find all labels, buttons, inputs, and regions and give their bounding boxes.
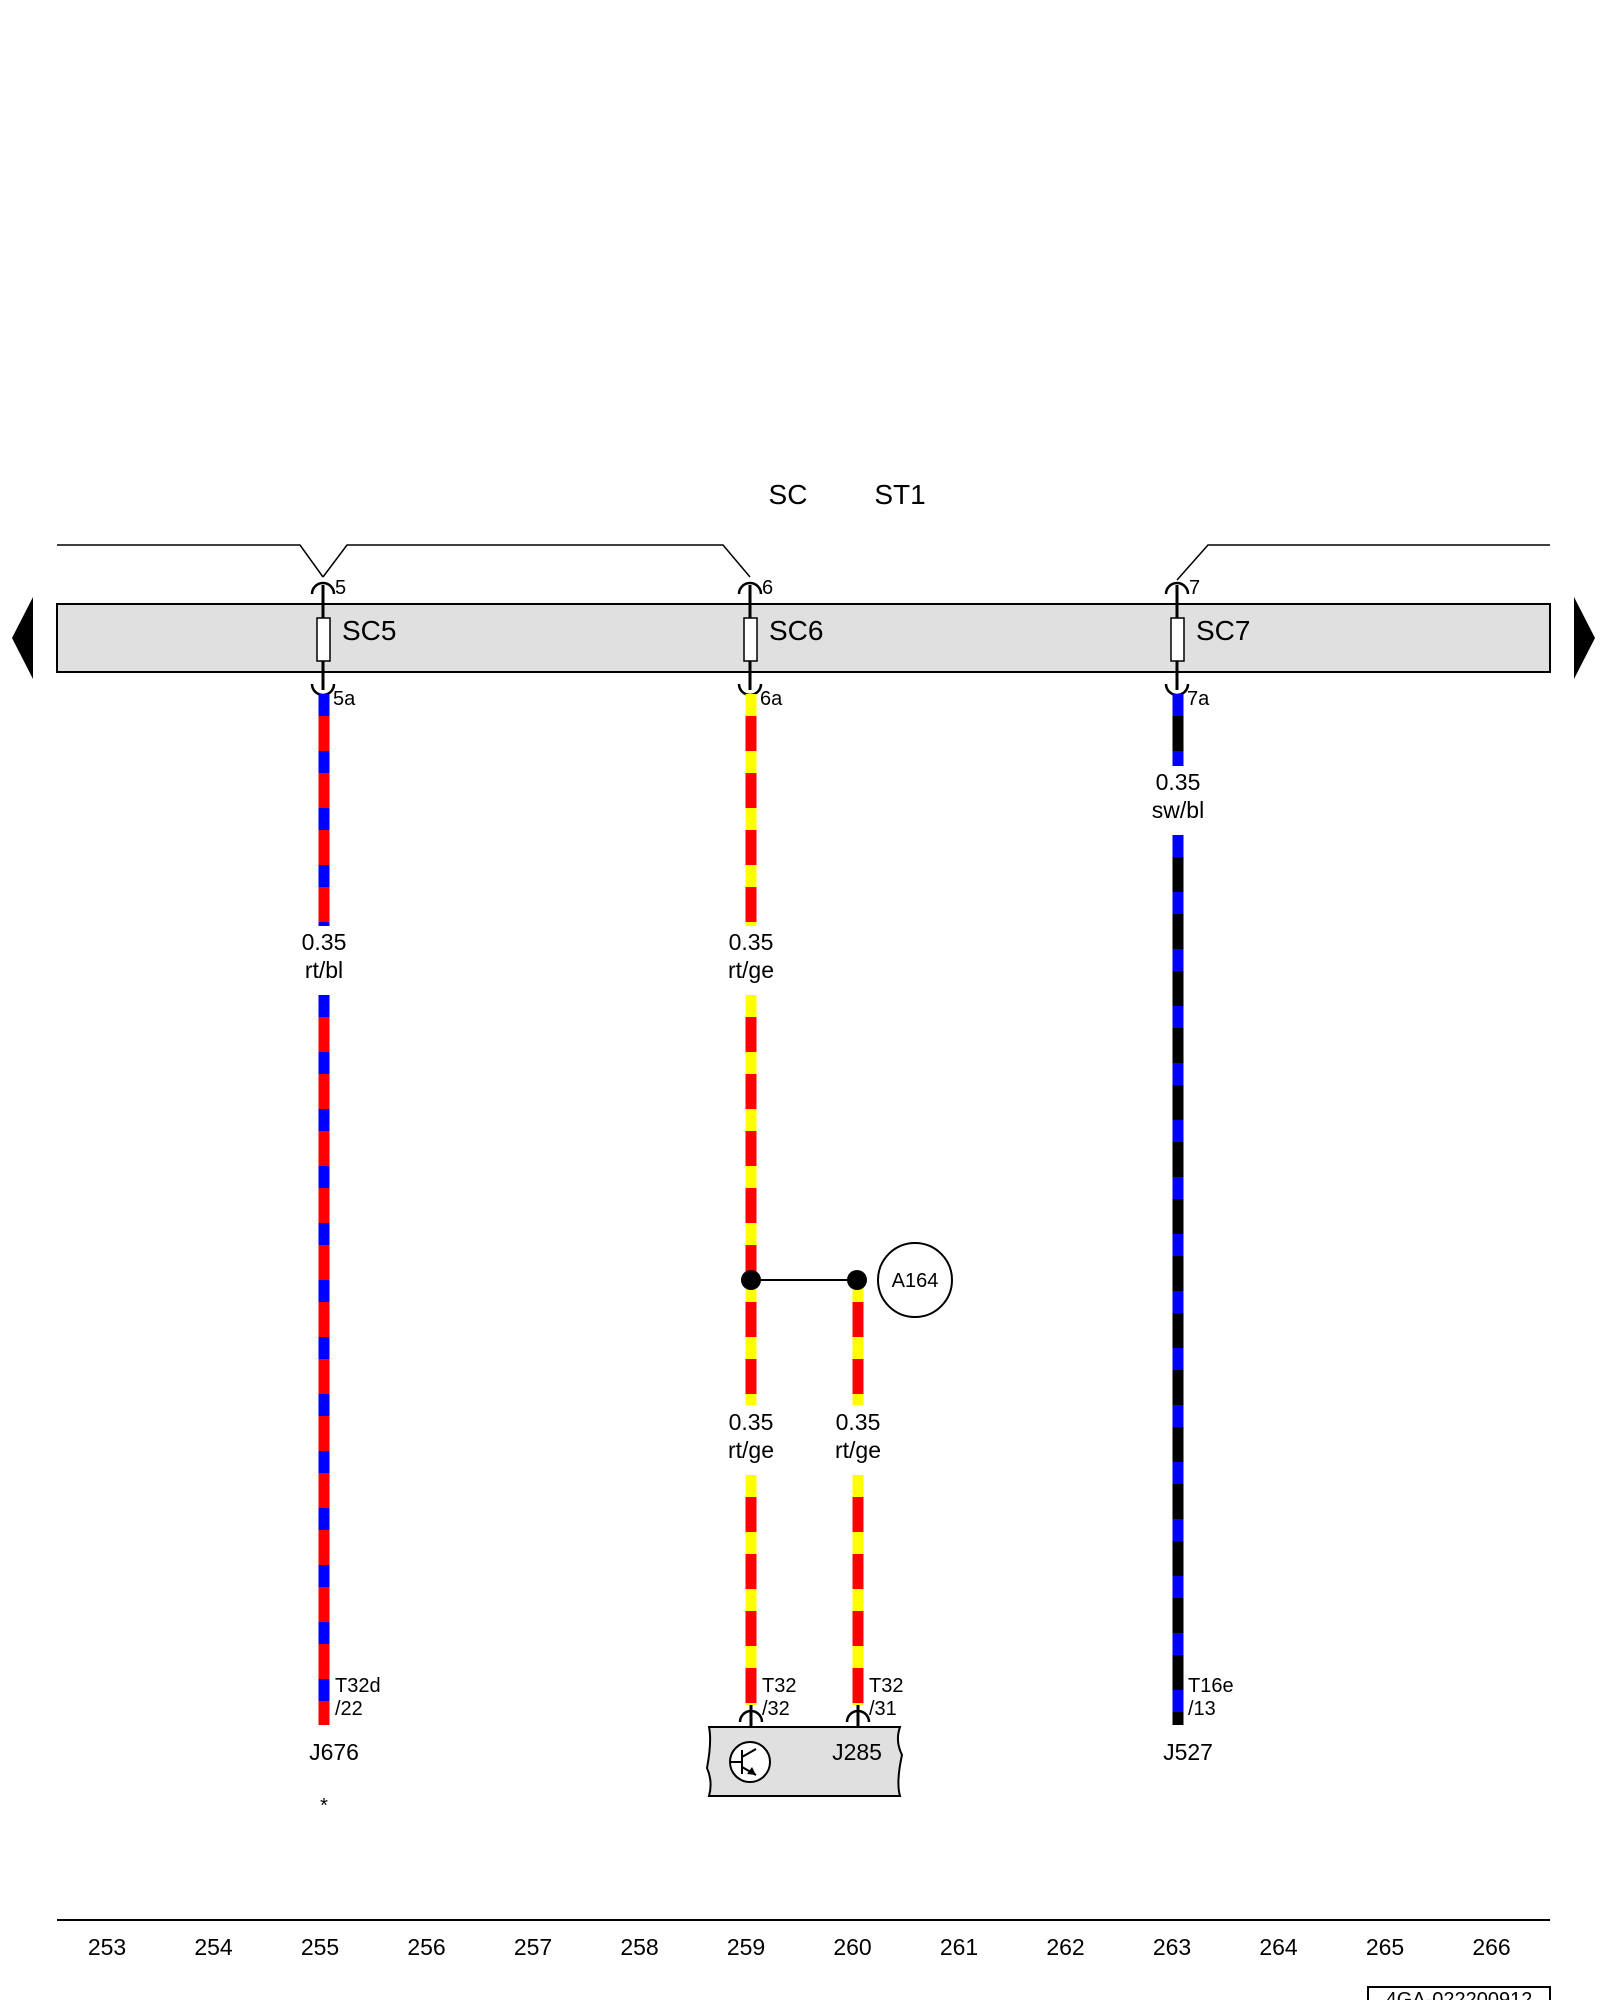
wire-color-code: rt/ge <box>728 957 774 983</box>
connector-pin: /22 <box>335 1698 363 1720</box>
grid-number: 264 <box>1259 1934 1298 1960</box>
splice-label: A164 <box>892 1270 939 1292</box>
connector-t32d-22[interactable]: T32d /22 <box>335 1675 381 1720</box>
wire-label-rt-ge-upper: 0.35 rt/ge <box>728 929 774 983</box>
wire-color-code: sw/bl <box>1152 797 1204 823</box>
fuse-sc5[interactable]: 5 SC5 5a <box>310 577 396 710</box>
grid-number: 262 <box>1046 1934 1084 1960</box>
pin-label-6a: 6a <box>760 688 783 710</box>
splice-node-left <box>741 1270 761 1290</box>
fuse-sc6[interactable]: 6 SC6 6a <box>737 577 823 710</box>
connector-pin-6 <box>737 581 763 595</box>
grid-number: 266 <box>1472 1934 1510 1960</box>
connector-t16e-13[interactable]: T16e /13 <box>1188 1675 1234 1720</box>
pin-label-7: 7 <box>1189 577 1200 599</box>
grid-number: 259 <box>727 1934 765 1960</box>
splice-ref-circle <box>877 1242 953 1318</box>
wire-color-code: rt/ge <box>835 1437 881 1463</box>
connector-t32-32[interactable]: T32 /32 <box>738 1675 796 1727</box>
grid-number: 258 <box>620 1934 658 1960</box>
splice-node-right <box>847 1270 867 1290</box>
fuse-label-sc6: SC6 <box>769 615 823 646</box>
page-next-arrow[interactable] <box>1574 597 1595 679</box>
grid-number-layer: 253 254 255 256 257 258 259 260 261 262 263 264 265 2… <box>88 1934 1511 1960</box>
wire-layer <box>318 694 1184 1725</box>
connector-name: T32d <box>335 1675 381 1697</box>
fuse-panel <box>56 603 1551 673</box>
connector-name: T32 <box>869 1675 903 1697</box>
grid-number: 256 <box>407 1934 445 1960</box>
component-note: * <box>320 1795 328 1817</box>
connector-pin-7 <box>1164 581 1190 595</box>
grid-number: 260 <box>833 1934 871 1960</box>
component-label: J285 <box>832 1739 882 1765</box>
connector-pin-5 <box>310 581 336 595</box>
component-j285[interactable]: J285 <box>705 1726 904 1797</box>
wire-size: 0.35 <box>836 1409 881 1435</box>
grid-number: 254 <box>194 1934 233 1960</box>
group-label-sc: SC <box>769 479 808 510</box>
group-label-st1: ST1 <box>874 479 925 510</box>
page-prev-arrow[interactable] <box>12 597 33 679</box>
supply-line-1 <box>57 544 324 578</box>
fuse-label-sc7: SC7 <box>1196 615 1250 646</box>
supply-line-3 <box>1176 544 1550 581</box>
connector-name: T32 <box>762 1675 796 1697</box>
grid-number: 265 <box>1366 1934 1404 1960</box>
wire-size: 0.35 <box>729 1409 774 1435</box>
wire-color-code: rt/bl <box>305 957 343 983</box>
wire-size: 0.35 <box>1156 769 1201 795</box>
diagram-reference: 4GA-022200912 <box>1367 1986 1551 2000</box>
pin-label-5a: 5a <box>333 688 356 710</box>
connector-pin: /13 <box>1188 1698 1216 1720</box>
wire-size: 0.35 <box>302 929 347 955</box>
fuse-label-sc5: SC5 <box>342 615 396 646</box>
pin-label-5: 5 <box>335 577 346 599</box>
fuse-sc7[interactable]: 7 SC7 7a <box>1164 577 1250 710</box>
pin-label-6: 6 <box>762 577 773 599</box>
grid-number: 253 <box>88 1934 126 1960</box>
pin-label-7a: 7a <box>1187 688 1210 710</box>
supply-line-2 <box>322 544 751 578</box>
connector-pin: /32 <box>762 1698 790 1720</box>
grid-number: 255 <box>301 1934 339 1960</box>
connector-t32-31[interactable]: T32 /31 <box>845 1675 903 1727</box>
transistor-icon <box>729 1741 771 1783</box>
connector-name: T16e <box>1188 1675 1234 1697</box>
component-j527[interactable]: J527 <box>1163 1739 1213 1765</box>
splice-a164[interactable]: A164 <box>741 1242 953 1318</box>
grid-number: 257 <box>514 1934 552 1960</box>
grid-number: 263 <box>1153 1934 1191 1960</box>
wire-label-sw-bl: 0.35 sw/bl <box>1152 769 1204 823</box>
component-j676[interactable]: J676 <box>309 1739 359 1765</box>
wire-label-rt-ge-lower-left: 0.35 rt/ge <box>728 1409 774 1463</box>
wire-label-rt-bl: 0.35 rt/bl <box>302 929 347 983</box>
grid-number: 261 <box>940 1934 978 1960</box>
wire-label-rt-ge-lower-right: 0.35 rt/ge <box>835 1409 881 1463</box>
diagram-ref-label: 4GA-022200912 <box>1386 1989 1533 2000</box>
wire-size: 0.35 <box>729 929 774 955</box>
wire-color-code: rt/ge <box>728 1437 774 1463</box>
connector-pin: /31 <box>869 1698 897 1720</box>
